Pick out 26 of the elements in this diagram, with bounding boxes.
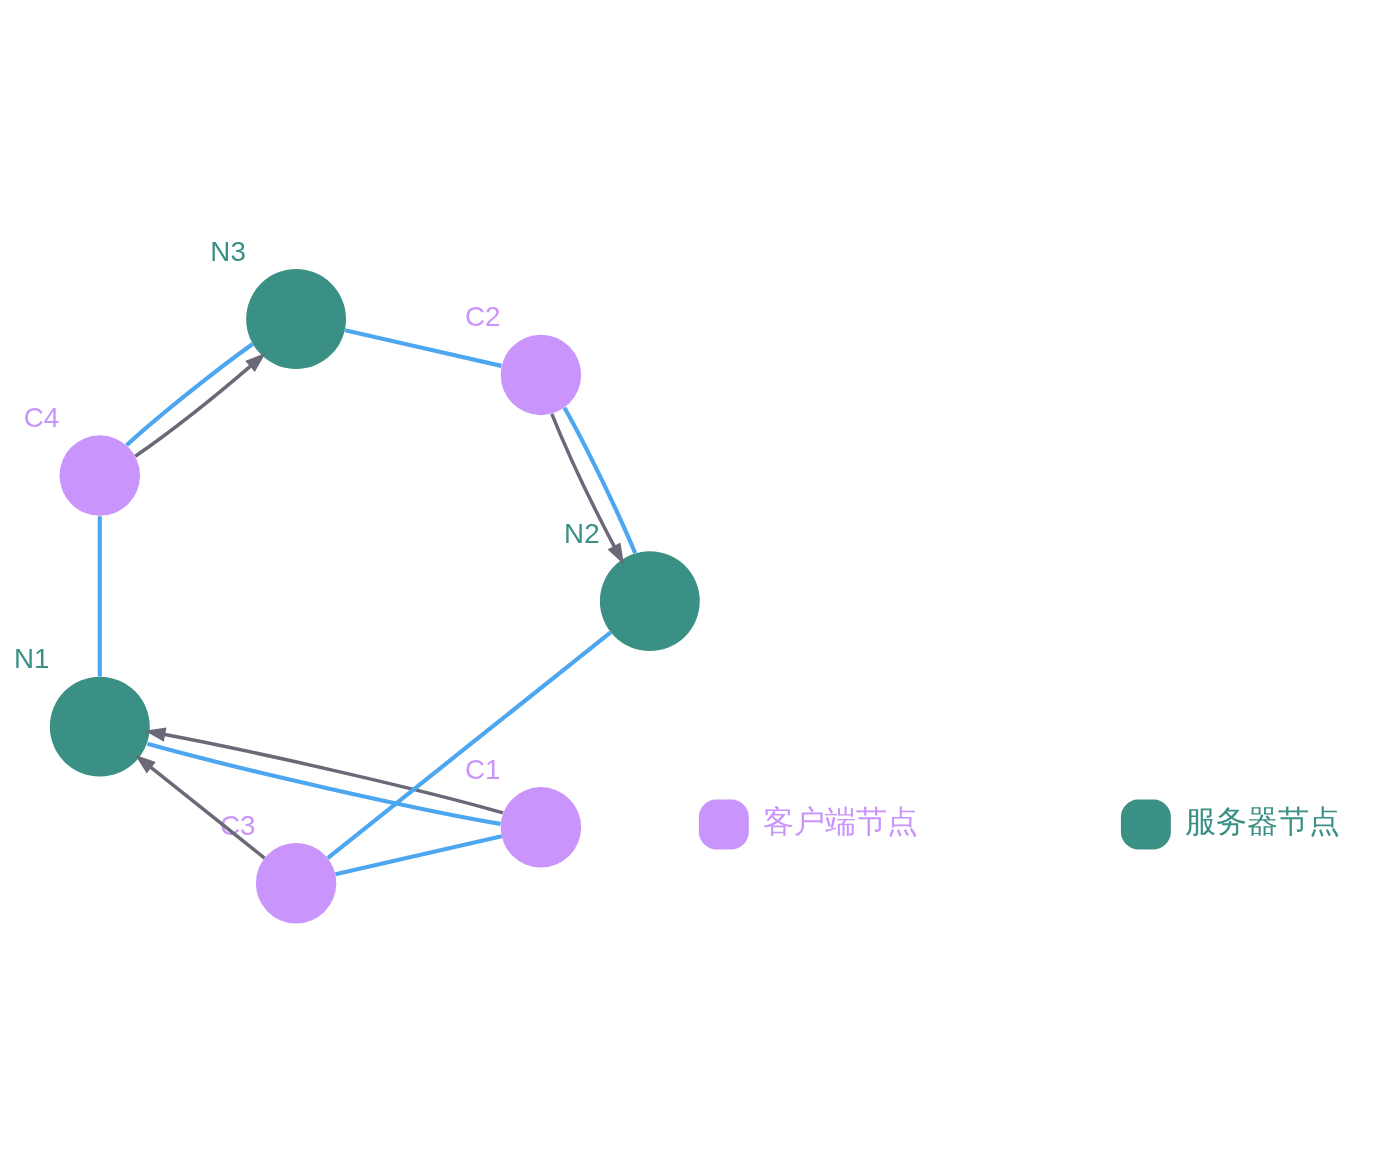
node-circle xyxy=(255,843,337,924)
arrow xyxy=(550,413,624,565)
connector xyxy=(125,342,254,447)
arrow xyxy=(134,754,266,860)
node-label: C1 xyxy=(464,753,501,785)
connector xyxy=(344,328,502,368)
connector xyxy=(326,630,612,860)
node-label: N2 xyxy=(564,517,600,549)
node-circle xyxy=(500,334,582,416)
connector xyxy=(562,406,638,554)
legend-label: 客户端节点 xyxy=(762,804,918,839)
connector xyxy=(97,516,102,677)
arrow xyxy=(134,352,266,458)
connector xyxy=(146,741,501,826)
node-circle xyxy=(49,676,150,777)
arrow xyxy=(144,727,504,815)
node-circle xyxy=(246,269,347,369)
node-label: C2 xyxy=(464,301,501,333)
connector xyxy=(334,834,503,877)
node-label: C4 xyxy=(23,402,60,434)
node-circle xyxy=(500,787,582,868)
node-label: N1 xyxy=(14,643,50,675)
node-circle xyxy=(599,551,700,652)
node-label: N3 xyxy=(210,235,246,267)
legend-label: 服务器节点 xyxy=(1184,804,1340,839)
node-circle xyxy=(59,435,140,516)
